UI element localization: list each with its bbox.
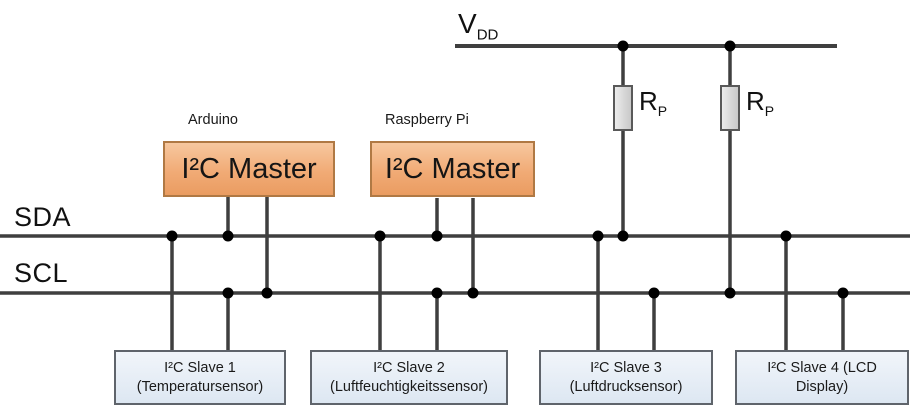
slave4-box: I²C Slave 4 (LCD Display): [735, 350, 909, 405]
vdd-label-main: V: [458, 8, 477, 39]
junction-dot: [724, 40, 736, 52]
slave4-description: Display): [795, 378, 849, 395]
junction-dot: [780, 230, 792, 242]
slave2-description: (Luftfeuchtigkeitssensor): [330, 378, 488, 395]
junction-dot: [648, 287, 660, 299]
vdd-label-sub: DD: [476, 26, 499, 44]
master2-box-label: I²C Master: [384, 152, 521, 185]
junction-dot: [166, 230, 178, 242]
resistor1-label: RP: [639, 86, 667, 119]
master2-box: I²C Master: [370, 141, 535, 197]
slave2-name: I²C Slave 2: [373, 359, 445, 376]
junction-dot: [431, 230, 443, 242]
vdd-label: VDD: [458, 8, 498, 44]
scl-bus-label: SCL: [14, 258, 69, 288]
slave1-name: I²C Slave 1: [164, 359, 236, 376]
resistor2-label: RP: [746, 86, 774, 119]
master1-box: I²C Master: [163, 141, 335, 197]
resistor2-label-sub: P: [764, 103, 775, 120]
pullup-resistor-1: [613, 85, 633, 131]
resistor1-label-sub: P: [657, 103, 668, 120]
junction-dot: [261, 287, 273, 299]
junction-dot: [222, 287, 234, 299]
junction-dot: [467, 287, 479, 299]
junction-dot: [222, 230, 234, 242]
junction-dot: [431, 287, 443, 299]
master2-caption: Raspberry Pi: [385, 112, 469, 128]
master1-box-label: I²C Master: [181, 152, 317, 185]
master1-caption: Arduino: [188, 112, 238, 128]
slave4-name: I²C Slave 4 (LCD: [767, 359, 877, 376]
junction-dot: [837, 287, 849, 299]
junction-dot: [617, 230, 629, 242]
slave1-description: (Temperatursensor): [136, 378, 264, 395]
resistor1-label-main: R: [639, 86, 658, 116]
slave3-box: I²C Slave 3 (Luftdrucksensor): [539, 350, 713, 405]
junction-dot: [374, 230, 386, 242]
junction-dot: [592, 230, 604, 242]
pullup-resistor-2: [720, 85, 740, 131]
slave2-box: I²C Slave 2 (Luftfeuchtigkeitssensor): [310, 350, 508, 405]
resistor2-label-main: R: [746, 86, 765, 116]
slave1-box: I²C Slave 1 (Temperatursensor): [114, 350, 286, 405]
slave3-name: I²C Slave 3: [590, 359, 662, 376]
slave3-description: (Luftdrucksensor): [569, 378, 683, 395]
sda-bus-label: SDA: [14, 202, 72, 232]
junction-dot: [617, 40, 629, 52]
junction-dot: [724, 287, 736, 299]
